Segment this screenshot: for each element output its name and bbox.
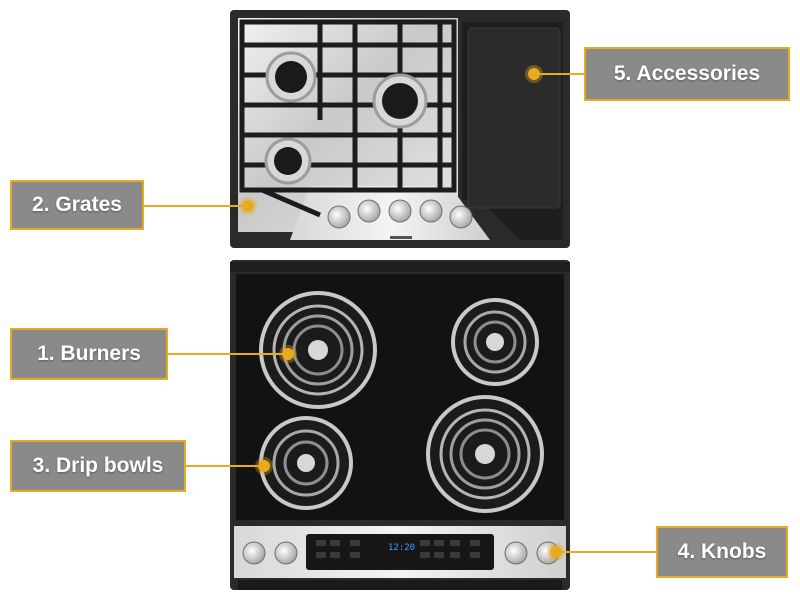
callout-drip-bowls-label: 3. Drip bowls bbox=[32, 454, 164, 477]
callout-grates-label: 2. Grates bbox=[32, 193, 122, 216]
cooktop-knobs bbox=[327, 199, 473, 229]
coil-burner bbox=[451, 298, 539, 386]
leader-line bbox=[186, 465, 262, 467]
electric-range: 12:20 bbox=[230, 260, 570, 590]
leader-line bbox=[560, 551, 656, 553]
gas-burner bbox=[264, 137, 312, 185]
clock-display: 12:20 bbox=[388, 543, 415, 553]
callout-grates: 2. Grates bbox=[10, 180, 144, 230]
marker-dot bbox=[282, 348, 294, 360]
coil-burner bbox=[259, 291, 377, 409]
leader-line bbox=[168, 353, 286, 355]
gas-burner bbox=[372, 73, 428, 129]
callout-burners: 1. Burners bbox=[10, 328, 168, 380]
coil-burner bbox=[259, 416, 353, 510]
callout-accessories: 5. Accessories bbox=[584, 47, 790, 101]
brand-logo bbox=[390, 236, 412, 239]
marker-dot bbox=[242, 200, 254, 212]
callout-knobs: 4. Knobs bbox=[656, 526, 788, 578]
leader-line bbox=[540, 73, 584, 75]
gas-cooktop bbox=[230, 10, 570, 248]
coil-burner bbox=[426, 395, 544, 513]
callout-knobs-label: 4. Knobs bbox=[677, 540, 767, 563]
marker-dot bbox=[528, 68, 540, 80]
callout-drip-bowls: 3. Drip bowls bbox=[10, 440, 186, 492]
gas-burner bbox=[265, 51, 317, 103]
leader-line bbox=[144, 205, 248, 207]
marker-dot bbox=[258, 460, 270, 472]
callout-accessories-label: 5. Accessories bbox=[613, 62, 761, 85]
callout-burners-label: 1. Burners bbox=[37, 342, 141, 365]
marker-dot bbox=[550, 546, 562, 558]
